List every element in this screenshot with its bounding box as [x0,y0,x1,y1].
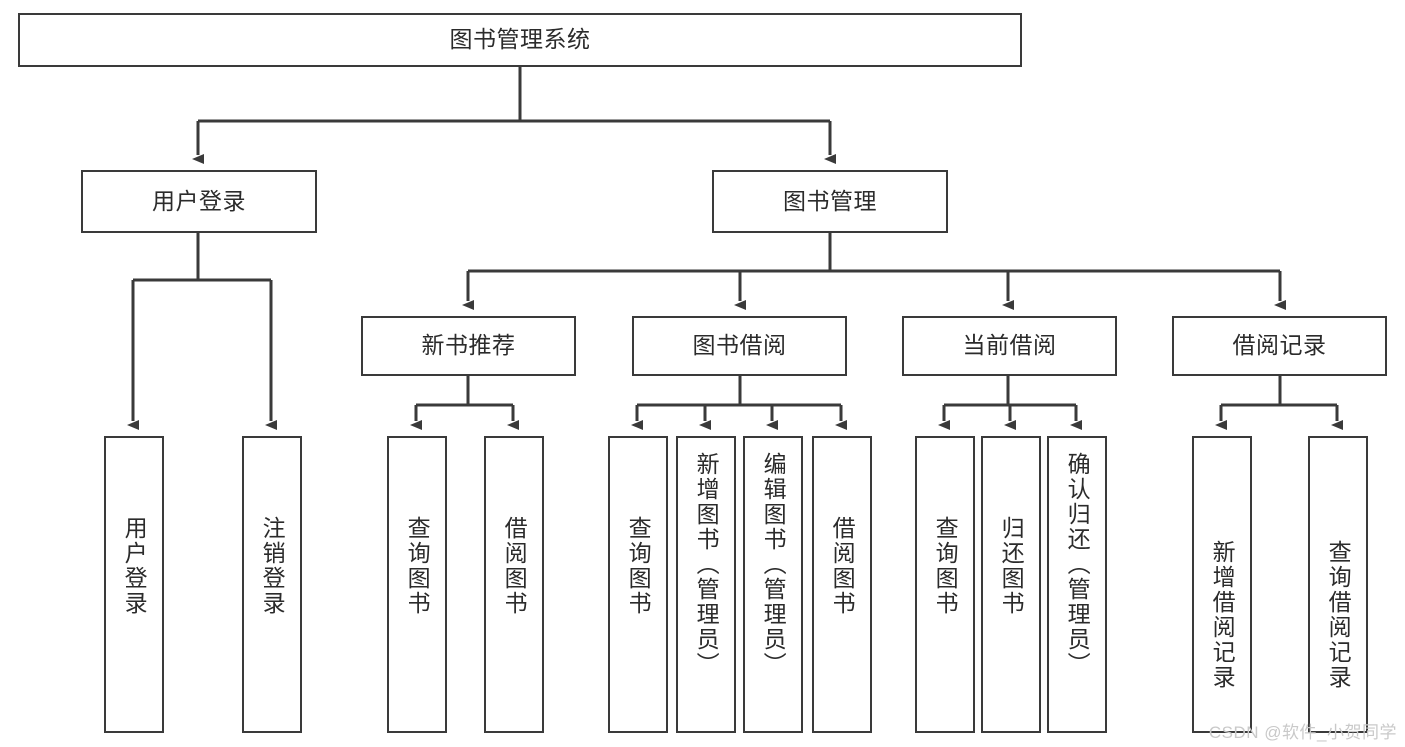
leaf-book-borrow-4-label: 借阅图书 [829,516,856,616]
leaf-book-borrow-3[interactable]: 编辑图书（管理员） [743,436,803,733]
leaf-new-book-2[interactable]: 借阅图书 [484,436,544,733]
leaf-borrow-record-1-label: 新增借阅记录 [1209,540,1236,690]
leaf-current-borrow-1-label: 查询图书 [932,516,959,616]
leaf-new-book-1[interactable]: 查询图书 [387,436,447,733]
leaf-current-borrow-1[interactable]: 查询图书 [915,436,975,733]
leaf-current-borrow-2[interactable]: 归还图书 [981,436,1041,733]
node-book-manage-label: 图书管理 [783,187,877,214]
node-new-book-recommend-label: 新书推荐 [421,332,516,359]
leaf-current-borrow-3-label: 确认归还（管理员） [1064,452,1091,677]
leaf-new-book-1-label: 查询图书 [404,516,431,616]
leaf-new-book-2-label: 借阅图书 [501,516,528,616]
node-root[interactable]: 图书管理系统 [18,13,1022,67]
leaf-user-login-2-label: 注销登录 [259,516,286,616]
leaf-current-borrow-2-label: 归还图书 [998,516,1025,616]
node-book-borrow[interactable]: 图书借阅 [632,316,847,376]
leaf-user-login-1[interactable]: 用户登录 [104,436,164,733]
node-book-manage[interactable]: 图书管理 [712,170,948,233]
node-user-login-label: 用户登录 [152,187,246,214]
node-book-borrow-label: 图书借阅 [692,332,787,359]
leaf-borrow-record-1[interactable]: 新增借阅记录 [1192,436,1252,733]
watermark: CSDN @软件_小贺同学 [1208,723,1397,742]
leaf-book-borrow-1-label: 查询图书 [625,516,652,616]
leaf-book-borrow-3-label: 编辑图书（管理员） [760,452,787,677]
leaf-borrow-record-2[interactable]: 查询借阅记录 [1308,436,1368,733]
leaf-book-borrow-1[interactable]: 查询图书 [608,436,668,733]
node-current-borrow-label: 当前借阅 [962,332,1057,359]
leaf-user-login-1-label: 用户登录 [121,516,148,616]
leaf-borrow-record-2-label: 查询借阅记录 [1325,540,1352,690]
node-borrow-record-label: 借阅记录 [1232,332,1327,359]
leaf-book-borrow-2[interactable]: 新增图书（管理员） [676,436,736,733]
leaf-current-borrow-3[interactable]: 确认归还（管理员） [1047,436,1107,733]
leaf-book-borrow-2-label: 新增图书（管理员） [693,452,720,677]
node-new-book-recommend[interactable]: 新书推荐 [361,316,576,376]
leaf-user-login-2[interactable]: 注销登录 [242,436,302,733]
node-user-login[interactable]: 用户登录 [81,170,317,233]
node-current-borrow[interactable]: 当前借阅 [902,316,1117,376]
node-root-label: 图书管理系统 [449,26,591,53]
node-borrow-record[interactable]: 借阅记录 [1172,316,1387,376]
leaf-book-borrow-4[interactable]: 借阅图书 [812,436,872,733]
